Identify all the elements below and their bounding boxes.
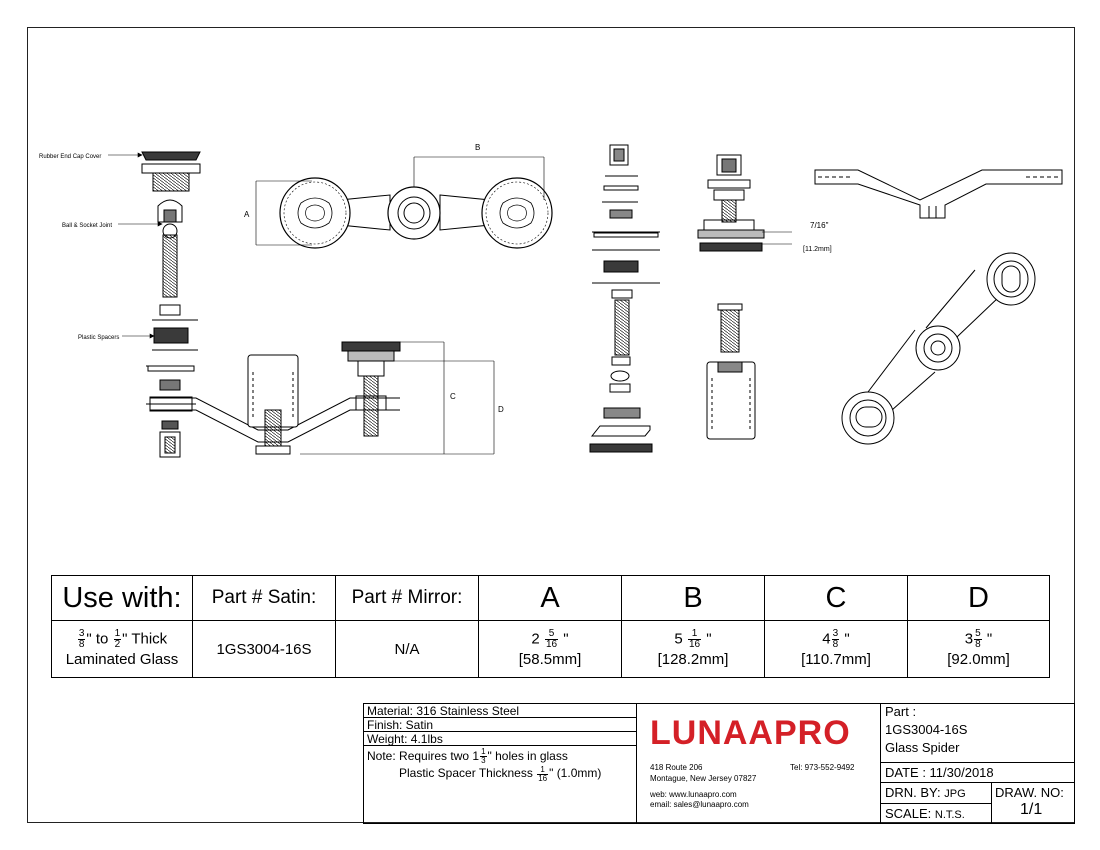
part-name: Glass Spider	[885, 740, 960, 755]
dim-label-a: A	[244, 210, 250, 219]
header-part-mirror: Part # Mirror:	[335, 575, 479, 621]
header-use-with: Use with:	[51, 575, 193, 621]
divider-drn	[880, 782, 1075, 783]
header-dim-b: B	[621, 575, 765, 621]
dim-lines-gap	[762, 231, 792, 245]
web-text: web: www.lunaapro.com	[650, 790, 737, 799]
callout-leaders	[108, 152, 163, 339]
dim-label-b: B	[475, 143, 480, 152]
top-view	[279, 177, 553, 249]
header-dim-a: A	[478, 575, 622, 621]
draw-no-label: DRAW. NO:	[995, 785, 1064, 800]
address-line-2: Montague, New Jersey 07827	[650, 774, 757, 783]
header-dim-d: D	[907, 575, 1050, 621]
drawing-sheet-border	[27, 27, 1075, 823]
part-info-box	[880, 703, 1075, 824]
dim-label-c: C	[450, 392, 456, 401]
technical-drawing: Rubber End Cap Cover Ball & Socket Joint…	[39, 143, 1063, 458]
exploded-section-view	[589, 144, 660, 453]
weight-text: Weight: 4.1lbs	[364, 732, 636, 746]
header-dim-c: C	[764, 575, 908, 621]
header-part-satin: Part # Satin:	[192, 575, 336, 621]
scale-text: SCALE: N.T.S.	[885, 806, 965, 821]
cell-part-satin: 1GS3004-16S	[192, 620, 336, 678]
exploded-assembly-view	[141, 151, 201, 458]
dim-lines-cd	[300, 341, 495, 455]
drn-by: DRN. BY: JPG	[885, 785, 966, 800]
material-text: Material: 316 Stainless Steel	[364, 704, 636, 718]
phone-text: Tel: 973-552-9492	[790, 763, 855, 772]
side-assembled-view	[697, 154, 765, 440]
part-number: 1GS3004-16S	[885, 722, 968, 737]
divider-date	[880, 762, 1075, 763]
notes-box	[363, 703, 637, 824]
arm-isometric-view	[841, 252, 1036, 445]
dim-lines-ab	[255, 156, 545, 246]
part-label: Part :	[885, 704, 917, 719]
callout-ball-socket: Ball & Socket Joint	[62, 223, 112, 229]
spec-table: Use with: Part # Satin: Part # Mirror: A…	[51, 575, 1050, 678]
email-text: email: sales@lunaapro.com	[650, 800, 749, 809]
company-logo: LUNAAPRO	[650, 714, 851, 752]
callout-rubber-end-cap: Rubber End Cap Cover	[39, 154, 101, 160]
dim-gap-fraction: 7/16"	[810, 221, 829, 230]
dim-gap-mm: [11.2mm]	[803, 246, 832, 253]
finish-text: Finish: Satin	[364, 718, 636, 732]
divider-scale	[880, 803, 991, 804]
date-text: DATE : 11/30/2018	[885, 765, 994, 780]
arm-profile-view	[814, 169, 1063, 219]
address-line-1: 418 Route 206	[650, 763, 703, 772]
callout-plastic-spacers: Plastic Spacers	[78, 335, 119, 341]
dim-label-d: D	[498, 405, 504, 414]
divider-vertical	[991, 782, 992, 824]
draw-no-value: 1/1	[1020, 801, 1043, 818]
cell-part-mirror: N/A	[335, 620, 479, 678]
note-label: Note:	[367, 749, 396, 763]
assembled-front-view	[150, 341, 401, 455]
